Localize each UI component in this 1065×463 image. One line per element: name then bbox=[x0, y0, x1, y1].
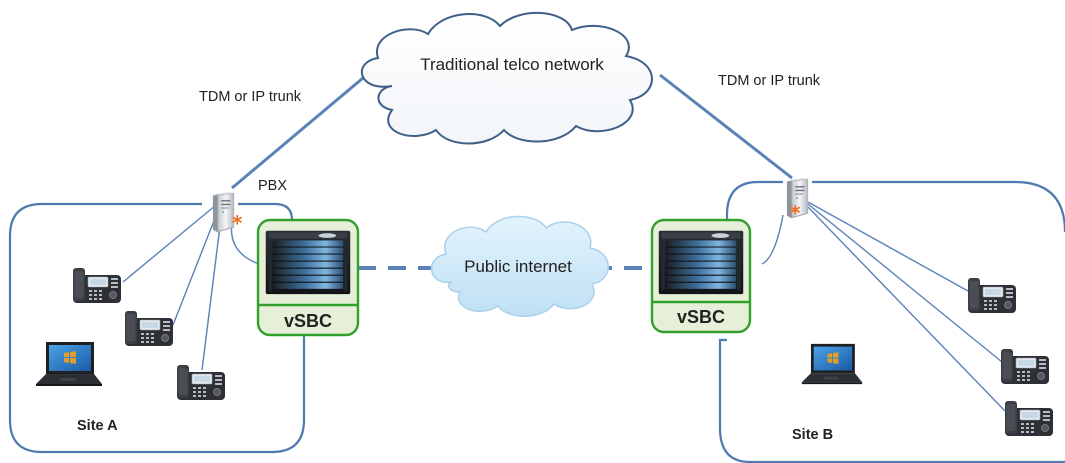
laptop-icon bbox=[801, 343, 863, 385]
desk-phone-icon bbox=[176, 364, 226, 401]
vsbc-left-label: vSBC bbox=[284, 311, 332, 331]
desk-phone-icon bbox=[1004, 400, 1054, 437]
desk-phone-icon bbox=[1000, 348, 1050, 385]
desk-phone-icon bbox=[124, 310, 174, 347]
site-b-boundary bbox=[718, 180, 1065, 463]
site-b-label: Site B bbox=[792, 427, 833, 443]
vsbc-right-label: vSBC bbox=[677, 307, 725, 327]
pbx-left: * bbox=[212, 191, 243, 235]
laptop-icon bbox=[36, 342, 102, 386]
asterisk-icon: * bbox=[232, 211, 243, 235]
pbx-server-icon bbox=[212, 191, 235, 233]
vsbc-right: vSBC bbox=[650, 218, 752, 334]
site-b-links bbox=[761, 201, 1006, 412]
vsbc-left: vSBC bbox=[256, 218, 360, 337]
telco-cloud-label: Traditional telco network bbox=[420, 55, 604, 74]
site-a-boundary bbox=[8, 202, 306, 454]
trunk-line-right bbox=[659, 73, 793, 180]
pbx-label: PBX bbox=[258, 178, 287, 194]
server-rack-icon bbox=[265, 230, 351, 295]
site-a-label: Site A bbox=[77, 418, 118, 434]
trunk-label-left: TDM or IP trunk bbox=[199, 89, 302, 105]
trunk-label-right: TDM or IP trunk bbox=[718, 73, 821, 89]
server-rack-icon bbox=[658, 230, 744, 295]
trunk-line-left bbox=[231, 55, 389, 190]
pbx-right: * bbox=[786, 177, 809, 225]
asterisk-icon: * bbox=[790, 201, 801, 225]
internet-cloud-label: Public internet bbox=[464, 257, 572, 276]
desk-phone-icon bbox=[967, 277, 1017, 314]
telco-cloud: Traditional telco network bbox=[360, 12, 653, 145]
internet-cloud: Public internet bbox=[430, 215, 609, 317]
desk-phone-icon bbox=[72, 267, 122, 304]
site-a-links bbox=[122, 204, 277, 371]
